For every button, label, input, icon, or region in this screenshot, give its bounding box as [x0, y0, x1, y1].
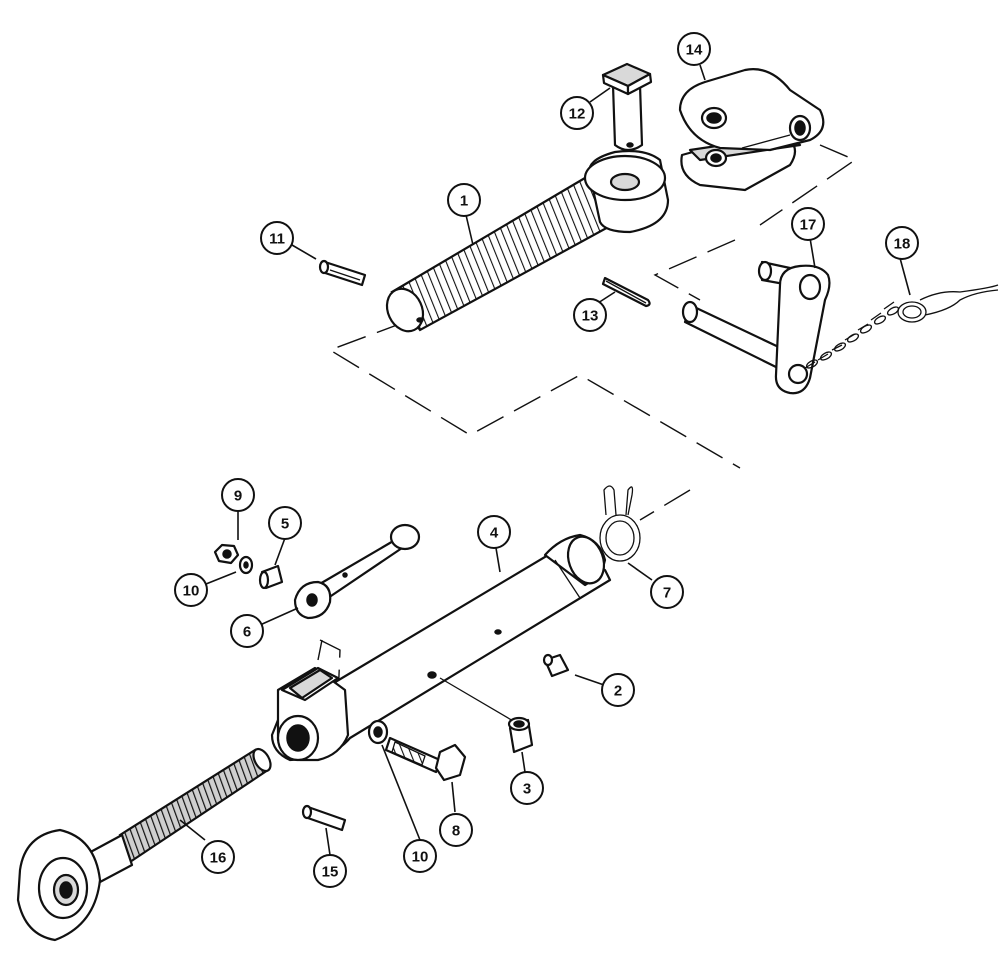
callout-number: 10	[183, 583, 200, 600]
callout-number: 7	[663, 585, 671, 602]
callout-circle	[477, 515, 511, 549]
callout-circle	[510, 771, 544, 805]
callout-number: 16	[210, 850, 227, 867]
roll-pin-upper-part	[318, 259, 367, 287]
callout-number: 12	[569, 106, 586, 123]
callout-circle	[560, 96, 594, 130]
callout-circle	[268, 506, 302, 540]
roll-pin-lower-part	[301, 804, 347, 832]
cotter-pin-part	[601, 276, 651, 308]
callout-number: 2	[614, 683, 622, 700]
callout-number: 14	[686, 42, 703, 59]
callout-number: 6	[243, 624, 251, 641]
spring-clip-part	[599, 485, 641, 562]
callout-number: 17	[800, 217, 817, 234]
callout-roll-pin-upper: 11	[260, 221, 294, 255]
link-pin-part	[681, 260, 831, 395]
chain-lynch-pin-part	[804, 284, 999, 369]
callout-number: 9	[234, 488, 242, 505]
callout-nut: 9	[221, 478, 255, 512]
callout-number: 3	[523, 781, 531, 798]
callout-circle	[650, 575, 684, 609]
callout-adjusting-handle: 6	[230, 614, 264, 648]
pin-part	[601, 62, 653, 152]
callout-number: 18	[894, 236, 911, 253]
callout-top-link-end: 1	[447, 183, 481, 217]
ball-end-part	[16, 747, 272, 942]
callout-top-link-tube: 4	[477, 515, 511, 549]
callout-clevis: 14	[677, 32, 711, 66]
nut-part	[213, 543, 240, 565]
top-link-end-part	[385, 149, 670, 333]
callout-number: 15	[322, 864, 339, 881]
callout-circle	[174, 573, 208, 607]
callout-bushing: 3	[510, 771, 544, 805]
adjusting-handle-part	[293, 523, 421, 620]
callout-circle	[403, 839, 437, 873]
callout-washer-lower: 10	[403, 839, 437, 873]
callout-number: 4	[490, 525, 499, 542]
callout-ball-end: 16	[201, 840, 235, 874]
callout-circle	[221, 478, 255, 512]
spacer-part	[258, 564, 284, 590]
clevis-part	[678, 68, 825, 192]
grease-nipple-part	[542, 653, 570, 678]
callout-circle	[260, 221, 294, 255]
washer-upper-part	[238, 555, 254, 575]
callout-number: 11	[269, 231, 285, 248]
callout-number: 5	[281, 516, 289, 533]
top-link-tube-part	[270, 533, 612, 762]
callout-circle	[885, 226, 919, 260]
callout-circle	[791, 207, 825, 241]
callout-bolt: 8	[439, 813, 473, 847]
callout-circle	[677, 32, 711, 66]
callout-spacer: 5	[268, 506, 302, 540]
callout-cotter-pin: 13	[573, 298, 607, 332]
leader-lines	[179, 64, 911, 856]
callout-spring-clip: 7	[650, 575, 684, 609]
callout-link-pin: 17	[791, 207, 825, 241]
callout-pin: 12	[560, 96, 594, 130]
callout-washer-upper: 10	[174, 573, 208, 607]
callout-circle	[447, 183, 481, 217]
callout-number: 8	[452, 823, 460, 840]
callout-grease-nipple: 2	[601, 673, 635, 707]
callout-circle	[313, 854, 347, 888]
callout-number: 13	[582, 308, 599, 325]
callout-number: 10	[412, 849, 429, 866]
washer-lower-part	[367, 719, 389, 745]
callout-circle	[573, 298, 607, 332]
callout-circle	[230, 614, 264, 648]
callout-chain-and-lynch-pin: 18	[885, 226, 919, 260]
callout-circle	[201, 840, 235, 874]
assembly-dashed-lines	[317, 144, 857, 701]
callout-roll-pin-lower: 15	[313, 854, 347, 888]
callout-circle	[439, 813, 473, 847]
callout-number: 1	[460, 193, 468, 210]
bushing-part	[507, 716, 534, 754]
bolt-part	[384, 736, 467, 782]
callout-circle	[601, 673, 635, 707]
